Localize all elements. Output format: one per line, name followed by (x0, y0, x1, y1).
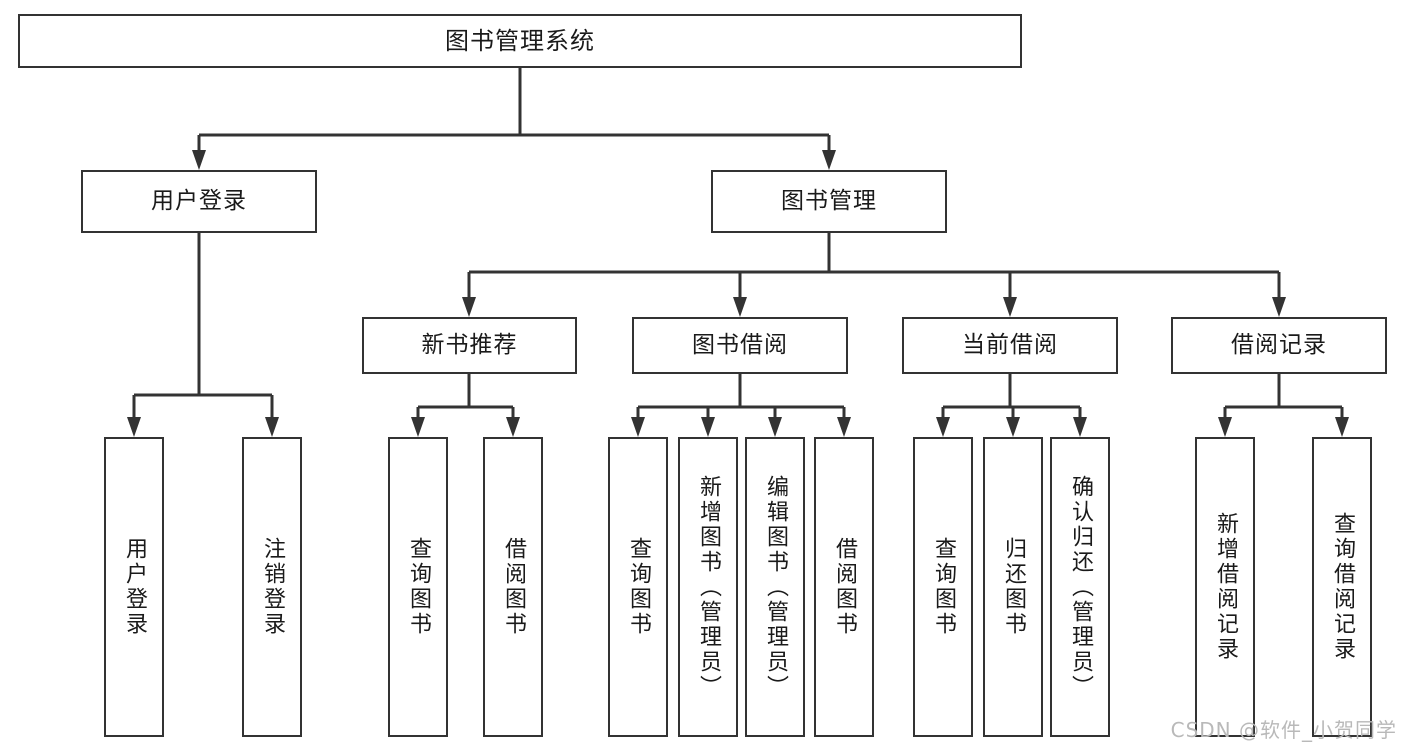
node-leaf-borrow-book-2[interactable]: 借阅图书 (814, 437, 874, 737)
arrow-head-borrow-to-leaves-2 (768, 417, 782, 437)
node-leaf-query-book-1[interactable]: 查询图书 (388, 437, 448, 737)
node-book-manage-label: 图书管理 (781, 187, 877, 214)
arrow-head-current-to-leaves-1 (1006, 417, 1020, 437)
node-book-borrow[interactable]: 图书借阅 (632, 317, 848, 374)
node-leaf-query-book-3-label: 查询图书 (930, 537, 956, 637)
node-root-system-label: 图书管理系统 (445, 26, 595, 55)
node-current-borrow[interactable]: 当前借阅 (902, 317, 1118, 374)
arrow-head-record-to-leaves-1 (1335, 417, 1349, 437)
node-new-book-recommend-label: 新书推荐 (421, 331, 518, 358)
node-leaf-confirm-return-admin-label: 确认归还（管理员） (1067, 474, 1093, 700)
arrow-head-root-to-level2-1 (822, 150, 836, 170)
arrow-head-recommend-to-leaves-0 (411, 417, 425, 437)
node-borrow-record[interactable]: 借阅记录 (1171, 317, 1387, 374)
node-leaf-logout[interactable]: 注销登录 (242, 437, 302, 737)
node-leaf-logout-label: 注销登录 (259, 537, 285, 637)
arrow-head-root-to-level2-0 (192, 150, 206, 170)
node-current-borrow-label: 当前借阅 (962, 331, 1058, 358)
arrow-head-record-to-leaves-0 (1218, 417, 1232, 437)
node-user-login[interactable]: 用户登录 (81, 170, 317, 233)
node-book-manage[interactable]: 图书管理 (711, 170, 947, 233)
node-leaf-user-login[interactable]: 用户登录 (104, 437, 164, 737)
node-book-borrow-label: 图书借阅 (692, 331, 788, 358)
arrow-head-borrow-to-leaves-1 (701, 417, 715, 437)
arrow-head-current-to-leaves-0 (936, 417, 950, 437)
node-leaf-borrow-book-1-label: 借阅图书 (500, 537, 526, 637)
arrow-head-current-to-leaves-2 (1073, 417, 1087, 437)
node-leaf-edit-book-admin[interactable]: 编辑图书（管理员） (745, 437, 805, 737)
node-leaf-user-login-label: 用户登录 (121, 537, 147, 637)
arrow-head-user-login-to-leaves-0 (127, 417, 141, 437)
node-leaf-return-book-label: 归还图书 (1000, 537, 1026, 637)
node-leaf-add-book-admin[interactable]: 新增图书（管理员） (678, 437, 738, 737)
node-leaf-edit-book-admin-label: 编辑图书（管理员） (762, 474, 788, 700)
node-new-book-recommend[interactable]: 新书推荐 (362, 317, 577, 374)
node-leaf-add-book-admin-label: 新增图书（管理员） (695, 474, 721, 700)
arrow-head-user-login-to-leaves-1 (265, 417, 279, 437)
watermark-text: CSDN @软件_小贺同学 (1170, 718, 1397, 742)
node-leaf-query-book-2[interactable]: 查询图书 (608, 437, 668, 737)
node-leaf-query-borrow-record[interactable]: 查询借阅记录 (1312, 437, 1372, 737)
node-leaf-query-book-1-label: 查询图书 (405, 537, 431, 637)
arrow-head-book-manage-to-level3-0 (462, 297, 476, 317)
arrow-head-recommend-to-leaves-1 (506, 417, 520, 437)
node-leaf-add-borrow-record[interactable]: 新增借阅记录 (1195, 437, 1255, 737)
arrow-head-book-manage-to-level3-1 (733, 297, 747, 317)
arrow-head-book-manage-to-level3-3 (1272, 297, 1286, 317)
node-leaf-add-borrow-record-label: 新增借阅记录 (1212, 512, 1238, 662)
arrow-head-borrow-to-leaves-0 (631, 417, 645, 437)
node-leaf-query-book-2-label: 查询图书 (625, 537, 651, 637)
node-leaf-confirm-return-admin[interactable]: 确认归还（管理员） (1050, 437, 1110, 737)
node-root-system[interactable]: 图书管理系统 (18, 14, 1022, 68)
node-leaf-query-book-3[interactable]: 查询图书 (913, 437, 973, 737)
node-leaf-return-book[interactable]: 归还图书 (983, 437, 1043, 737)
node-leaf-query-borrow-record-label: 查询借阅记录 (1329, 512, 1355, 662)
node-borrow-record-label: 借阅记录 (1231, 331, 1327, 358)
node-leaf-borrow-book-1[interactable]: 借阅图书 (483, 437, 543, 737)
arrow-head-book-manage-to-level3-2 (1003, 297, 1017, 317)
node-leaf-borrow-book-2-label: 借阅图书 (831, 537, 857, 637)
node-user-login-label: 用户登录 (151, 187, 247, 214)
arrow-head-borrow-to-leaves-3 (837, 417, 851, 437)
